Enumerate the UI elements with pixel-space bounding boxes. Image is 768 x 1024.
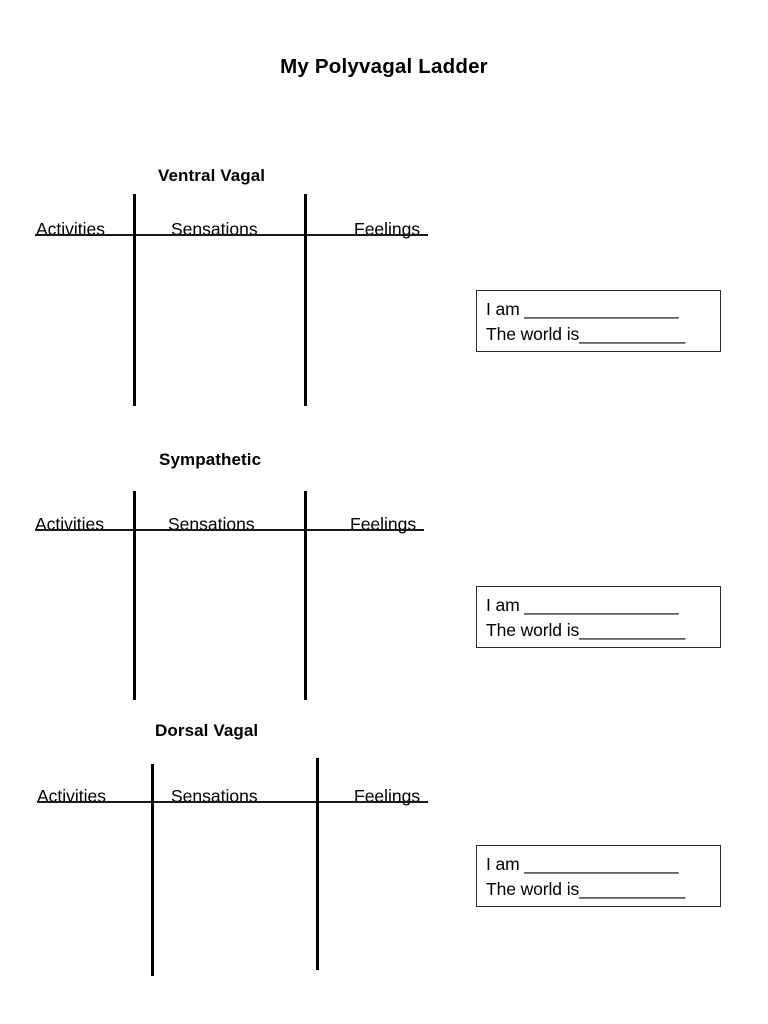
column-divider-right bbox=[304, 491, 307, 700]
column-header-feelings: Feelings bbox=[350, 513, 417, 534]
column-divider-left bbox=[133, 491, 136, 700]
column-header-sensations: Sensations bbox=[171, 785, 258, 806]
prompt-line-i-am: I am ________________ bbox=[486, 299, 679, 319]
prompt-box-ventral-vagal[interactable]: I am ________________ The world is______… bbox=[476, 290, 721, 352]
column-header-activities: Activities bbox=[35, 513, 105, 534]
column-divider-left bbox=[151, 764, 154, 976]
prompt-line-i-am: I am ________________ bbox=[486, 854, 679, 874]
prompt-box-sympathetic[interactable]: I am ________________ The world is______… bbox=[476, 586, 721, 648]
column-divider-left bbox=[133, 194, 136, 406]
column-header-feelings: Feelings bbox=[354, 218, 421, 239]
prompt-line-the-world-is: The world is___________ bbox=[486, 879, 686, 899]
section-title-ventral-vagal: Ventral Vagal bbox=[158, 166, 266, 185]
prompt-line-i-am: I am ________________ bbox=[486, 595, 679, 615]
header-underline bbox=[35, 529, 424, 531]
column-header-activities: Activities bbox=[36, 218, 106, 239]
column-header-activities: Activities bbox=[37, 785, 107, 806]
prompt-line-the-world-is: The world is___________ bbox=[486, 324, 686, 344]
header-underline bbox=[37, 801, 428, 803]
page-title: My Polyvagal Ladder bbox=[280, 55, 488, 78]
column-header-sensations: Sensations bbox=[168, 513, 255, 534]
section-title-sympathetic: Sympathetic bbox=[159, 450, 262, 469]
column-divider-right bbox=[304, 194, 307, 406]
header-underline bbox=[35, 234, 428, 236]
section-title-dorsal-vagal: Dorsal Vagal bbox=[155, 721, 259, 740]
prompt-line-the-world-is: The world is___________ bbox=[486, 620, 686, 640]
prompt-box-dorsal-vagal[interactable]: I am ________________ The world is______… bbox=[476, 845, 721, 907]
column-header-feelings: Feelings bbox=[354, 785, 421, 806]
column-header-sensations: Sensations bbox=[171, 218, 258, 239]
column-divider-right bbox=[316, 758, 319, 970]
